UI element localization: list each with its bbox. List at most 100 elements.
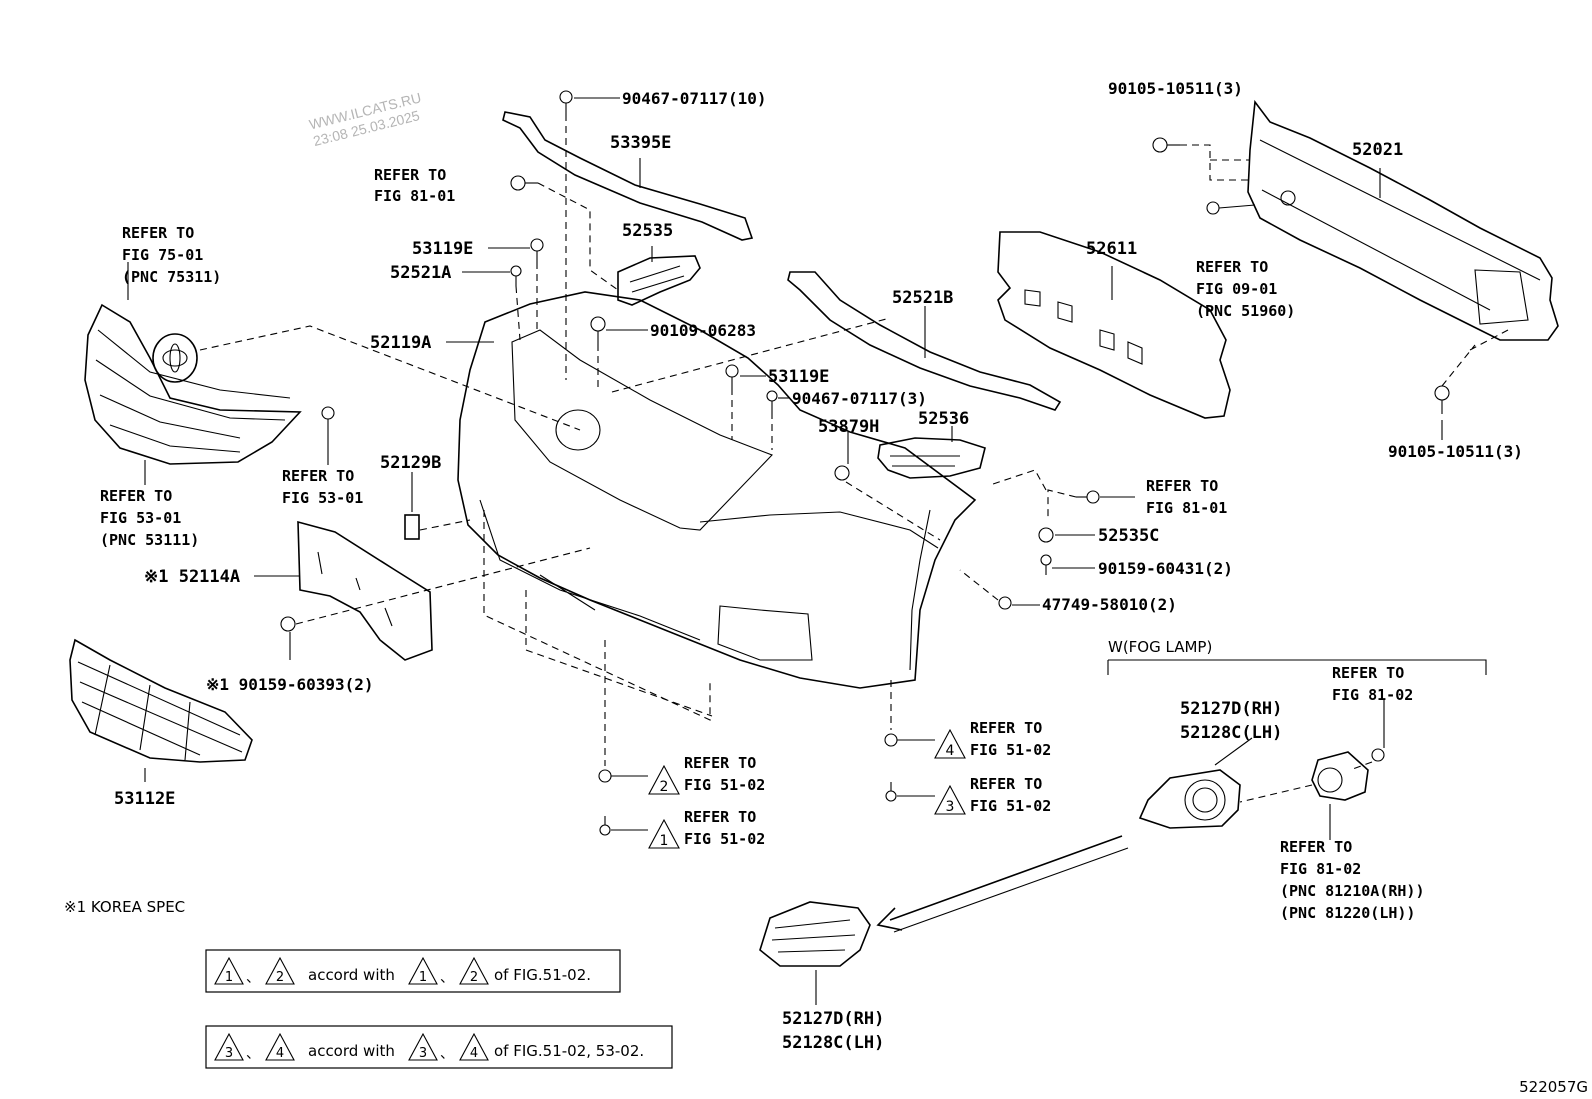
note2-mid: accord with [308, 1042, 395, 1060]
pn-90105-10511-right: 90105-10511(3) [1388, 442, 1523, 461]
note1-tail: of FIG.51-02. [494, 966, 591, 984]
pn-52114a: ※1 52114A [144, 567, 240, 587]
pn-52127d-rh-lower: 52127D(RH) [782, 1009, 884, 1029]
pn-90159-60431: 90159-60431(2) [1098, 559, 1233, 578]
note1-tri-3: 1 [419, 970, 427, 985]
emblem [152, 333, 198, 383]
triangle-2-text: 2 [660, 779, 669, 795]
ref-53-01-grille-l3: (PNC 53111) [100, 531, 199, 549]
ref-53-01-clip-l2: FIG 53-01 [282, 489, 363, 507]
ref-09-01-l2: FIG 09-01 [1196, 280, 1277, 298]
watermark: WWW.ILCATS.RU 23:08 25.03.2025 [307, 89, 422, 149]
pn-52119a: 52119A [370, 333, 431, 353]
pn-52536: 52536 [918, 409, 969, 429]
triangle-3-text: 3 [946, 799, 955, 815]
pn-90109-06283: 90109-06283 [650, 321, 756, 340]
triangle-4-text: 4 [946, 743, 955, 759]
cap-52129b [404, 514, 420, 540]
pn-47749-58010: 47749-58010(2) [1042, 595, 1177, 614]
pn-53112e: 53112E [114, 789, 175, 809]
bracket-52535 [617, 255, 701, 306]
ref-51-02-t1-l1: REFER TO [684, 808, 756, 826]
note2-tri-3: 3 [419, 1046, 427, 1061]
bracket-52536 [877, 437, 986, 479]
absorber-52611 [997, 231, 1231, 419]
fasteners [280, 90, 1450, 836]
direction-arrow [876, 835, 1123, 931]
ref-51-02-t4-l2: FIG 51-02 [970, 741, 1051, 759]
ref-81-01-right-l2: FIG 81-01 [1146, 499, 1227, 517]
license-bracket-52114a [297, 520, 433, 661]
fog-cover-lower [759, 901, 871, 967]
ref-75-01-l2: FIG 75-01 [122, 246, 203, 264]
triangle-3-marker [934, 784, 966, 815]
note1-tri-2: 2 [276, 970, 284, 985]
triangle-2-marker [648, 764, 680, 795]
ref-81-01-top-l1: REFER TO [374, 166, 446, 184]
pn-53395e: 53395E [610, 133, 671, 153]
ref-09-01-l3: (PNC 51960) [1196, 302, 1295, 320]
pn-52129b: 52129B [380, 453, 441, 473]
ref-51-02-t2-l1: REFER TO [684, 754, 756, 772]
fog-lamp-group-label: W(FOG LAMP) [1108, 638, 1212, 656]
korea-spec-note: ※1 KOREA SPEC [64, 898, 185, 916]
ref-53-01-grille-l1: REFER TO [100, 487, 172, 505]
pn-52521a: 52521A [390, 263, 451, 283]
pn-52535: 52535 [622, 221, 673, 241]
upper-grille [84, 303, 302, 465]
triangle-1-text: 1 [660, 833, 669, 849]
pn-52611: 52611 [1086, 239, 1137, 259]
reference-labels: REFER TO FIG 81-01 REFER TO FIG 75-01 (P… [100, 166, 1425, 922]
triangle-4-marker [934, 728, 966, 759]
part-numbers: 90467-07117(10) 53395E 90105-10511(3) 52… [114, 79, 1523, 1053]
ref-09-01-l1: REFER TO [1196, 258, 1268, 276]
note1-tri-1: 1 [225, 970, 233, 985]
note2-tri-4: 4 [470, 1046, 478, 1061]
ref-51-02-t3-l1: REFER TO [970, 775, 1042, 793]
ref-81-02-top-l1: REFER TO [1332, 664, 1404, 682]
note1-sep: 、 [246, 970, 260, 986]
ref-81-02-bottom-l1: REFER TO [1280, 838, 1352, 856]
diagram-id: 522057G [1519, 1078, 1588, 1096]
note-box-2: 3 、 4 accord with 3 、 4 of FIG.51-02, 53… [205, 1025, 673, 1069]
pn-90467-07117-top: 90467-07117(10) [622, 89, 767, 108]
note1-sep-2: 、 [440, 970, 454, 986]
note2-tri-1: 3 [225, 1046, 233, 1061]
pn-53879h: 53879H [818, 417, 879, 437]
note2-tri-2: 4 [276, 1046, 284, 1061]
ref-81-02-bottom-l3: (PNC 81210A(RH)) [1280, 882, 1425, 900]
ref-81-02-bottom-l2: FIG 81-02 [1280, 860, 1361, 878]
ref-81-02-bottom-l4: (PNC 81220(LH)) [1280, 904, 1415, 922]
leader-lines [127, 97, 1487, 1005]
ref-53-01-clip-l1: REFER TO [282, 467, 354, 485]
note2-sep-2: 、 [440, 1046, 454, 1062]
note-box-1: 1 、 2 accord with 1 、 2 of FIG.51-02. [205, 949, 621, 993]
ref-51-02-t4-l1: REFER TO [970, 719, 1042, 737]
pn-53119e-mid: 53119E [768, 367, 829, 387]
note2-tail: of FIG.51-02, 53-02. [494, 1042, 644, 1060]
note1-mid: accord with [308, 966, 395, 984]
ref-53-01-grille-l2: FIG 53-01 [100, 509, 181, 527]
pn-90105-10511-top: 90105-10511(3) [1108, 79, 1243, 98]
note1-tri-4: 2 [470, 970, 478, 985]
lower-grille-53112e [69, 638, 253, 763]
retainer-52521b [787, 271, 1062, 411]
note2-sep: 、 [246, 1046, 260, 1062]
reference-triangles: 4 3 2 1 [648, 728, 966, 849]
assembly-dashed-lines [199, 114, 1509, 803]
bumper-cover-52119a [457, 291, 977, 689]
retainer-strip-53395e [502, 111, 754, 241]
pn-52128c-lh-lower: 52128C(LH) [782, 1033, 884, 1053]
pn-90467-07117-mid: 90467-07117(3) [792, 389, 927, 408]
pn-52128c-lh-upper: 52128C(LH) [1180, 723, 1282, 743]
ref-51-02-t3-l2: FIG 51-02 [970, 797, 1051, 815]
pn-52521b: 52521B [892, 288, 953, 308]
pn-52535c: 52535C [1098, 526, 1159, 546]
triangle-1-marker [648, 818, 680, 849]
pn-53119e-top: 53119E [412, 239, 473, 259]
pn-52021: 52021 [1352, 140, 1403, 160]
ref-81-01-right-l1: REFER TO [1146, 477, 1218, 495]
ref-81-01-top-l2: FIG 81-01 [374, 187, 455, 205]
